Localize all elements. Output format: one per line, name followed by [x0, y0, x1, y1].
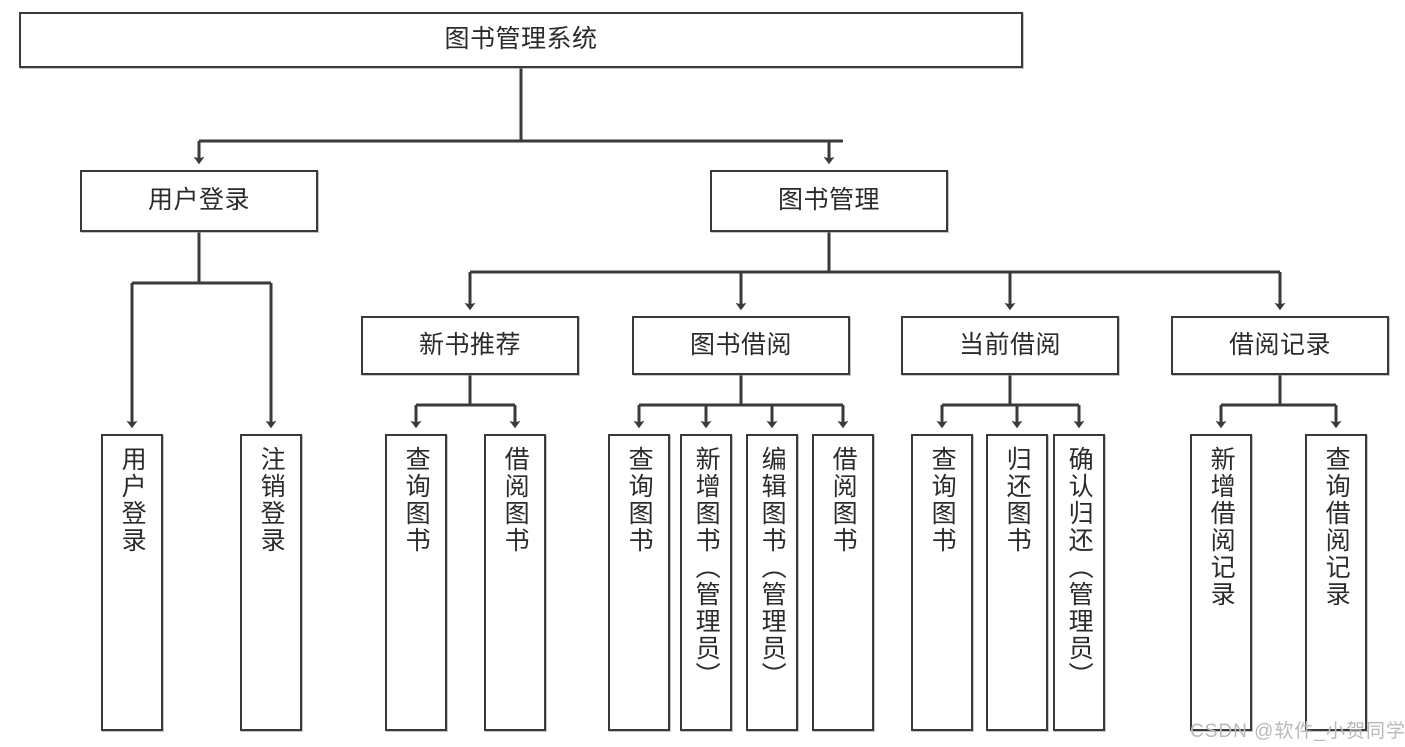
node-user-login[interactable]: 用户登录	[80, 170, 318, 232]
node-leaf-query-book-2[interactable]: 查询图书	[608, 434, 670, 731]
node-user-login-label: 用户登录	[147, 186, 250, 215]
node-root-label: 图书管理系统	[444, 25, 598, 54]
node-book-manage-label: 图书管理	[777, 186, 880, 215]
node-leaf-query-record-label: 查询借阅记录	[1322, 446, 1351, 608]
node-borrow-record-label: 借阅记录	[1228, 330, 1331, 359]
node-leaf-query-record[interactable]: 查询借阅记录	[1305, 434, 1367, 731]
node-leaf-query-book-3-label: 查询图书	[928, 446, 957, 554]
node-book-borrow[interactable]: 图书借阅	[632, 316, 850, 375]
node-leaf-user-login[interactable]: 用户登录	[101, 434, 163, 731]
node-leaf-confirm-return[interactable]: 确认归还（管理员）	[1053, 434, 1105, 731]
node-borrow-record[interactable]: 借阅记录	[1171, 316, 1389, 375]
node-leaf-return-book[interactable]: 归还图书	[986, 434, 1048, 731]
watermark-text: CSDN @软件_小贺同学	[1190, 721, 1405, 742]
node-root[interactable]: 图书管理系统	[19, 12, 1023, 68]
node-leaf-borrow-book-2[interactable]: 借阅图书	[812, 434, 874, 731]
node-book-manage[interactable]: 图书管理	[710, 170, 948, 232]
node-leaf-borrow-book-2-label: 借阅图书	[829, 446, 858, 554]
node-leaf-add-record-label: 新增借阅记录	[1207, 446, 1236, 608]
node-leaf-query-book-1[interactable]: 查询图书	[385, 434, 447, 731]
node-new-book-recommend[interactable]: 新书推荐	[361, 316, 579, 375]
node-leaf-logout-label: 注销登录	[257, 446, 286, 554]
node-current-borrow[interactable]: 当前借阅	[901, 316, 1119, 375]
node-leaf-add-book-label: 新增图书（管理员）	[692, 446, 721, 689]
node-new-book-recommend-label: 新书推荐	[418, 330, 521, 359]
node-leaf-confirm-return-label: 确认归还（管理员）	[1065, 446, 1094, 689]
node-leaf-add-book[interactable]: 新增图书（管理员）	[680, 434, 732, 731]
node-leaf-query-book-1-label: 查询图书	[402, 446, 431, 554]
node-leaf-return-book-label: 归还图书	[1003, 446, 1032, 554]
node-leaf-edit-book[interactable]: 编辑图书（管理员）	[746, 434, 798, 731]
node-book-borrow-label: 图书借阅	[689, 330, 792, 359]
node-leaf-add-record[interactable]: 新增借阅记录	[1190, 434, 1252, 731]
node-leaf-query-book-2-label: 查询图书	[625, 446, 654, 554]
node-leaf-borrow-book-1-label: 借阅图书	[501, 446, 530, 554]
node-leaf-logout[interactable]: 注销登录	[240, 434, 302, 731]
node-leaf-user-login-label: 用户登录	[118, 446, 147, 554]
node-current-borrow-label: 当前借阅	[958, 330, 1061, 359]
node-leaf-borrow-book-1[interactable]: 借阅图书	[484, 434, 546, 731]
node-leaf-query-book-3[interactable]: 查询图书	[911, 434, 973, 731]
node-leaf-edit-book-label: 编辑图书（管理员）	[758, 446, 787, 689]
